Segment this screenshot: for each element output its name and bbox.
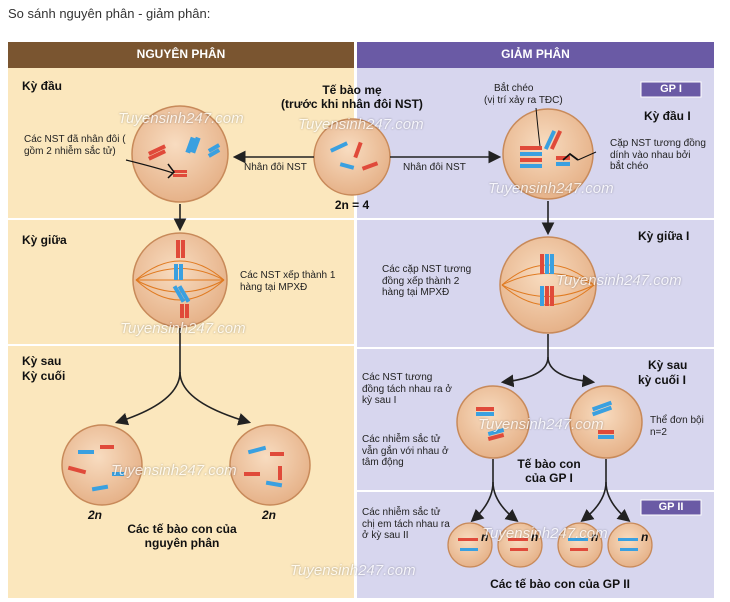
meiosis-daughter1-right-chromosomes — [591, 400, 614, 439]
watermark-3: Tuyensinh247.com — [488, 180, 614, 197]
page-caption: So sánh nguyên phân - giảm phân: — [8, 6, 211, 21]
watermark-6: Tuyensinh247.com — [478, 416, 604, 433]
meiosis-anaphase1-label-1: Kỳ sau — [648, 358, 688, 372]
watermark-8: Tuyensinh247.com — [482, 525, 608, 542]
watermark-7: Tuyensinh247.com — [111, 462, 237, 479]
comparison-figure: NGUYÊN PHÂN GIẢM PHÂN Kỳ đầu Các NST đã … — [8, 42, 714, 598]
mitosis-prophase-cell — [131, 105, 229, 203]
meiosis-prophase1-cell — [502, 108, 594, 200]
sister-note: Các nhiễm sắc tử vẫn gắn với nhau ở tâm … — [362, 434, 449, 468]
gp1-badge-bg — [640, 81, 702, 98]
mitosis-daughter-left-n: 2n — [88, 508, 103, 522]
watermark-1: Tuyensinh247.com — [118, 110, 244, 127]
watermark-5: Tuyensinh247.com — [556, 272, 682, 289]
watermark-2: Tuyensinh247.com — [298, 116, 424, 133]
meiosis-metaphase1-note: Các cặp NST tương đồng xếp thành 2 hàng … — [382, 264, 472, 298]
sister-separation-note: Các nhiễm sắc tử chị em tách nhau ra ở k… — [362, 507, 450, 541]
separate-note: Các NST tương đồng tách nhau ra ở kỳ sau… — [362, 372, 452, 406]
mitosis-metaphase-label: Kỳ giữa — [22, 233, 67, 247]
mother-cell-title-1: Tế bào mẹ — [322, 83, 382, 97]
mitosis-anaphase-label-1: Kỳ sau — [22, 354, 62, 368]
mitosis-anaphase-label-2: Kỳ cuối — [22, 369, 66, 383]
mitosis-daughter-right-n: 2n — [262, 508, 277, 522]
mitosis-metaphase-note: Các NST xếp thành 1 hàng tại MPXĐ — [240, 270, 336, 293]
watermark-9: Tuyensinh247.com — [290, 562, 416, 579]
mother-cell-title-2: (trước khi nhân đôi NST) — [281, 97, 423, 111]
mitosis-prophase-note: Các NST đã nhân đôi ( gồm 2 nhiễm sắc tử… — [24, 134, 126, 157]
mitosis-header: NGUYÊN PHÂN — [136, 47, 226, 61]
haploid-note: Thể đơn bội n=2 — [650, 415, 704, 438]
meiosis1-daughter-label-1: Tế bào con — [517, 457, 581, 471]
meiosis2-n-1: n — [481, 530, 489, 544]
gp1-badge: GP I — [660, 83, 682, 95]
meiosis2-n-4: n — [641, 530, 649, 544]
mitosis-metaphase-chromosomes — [172, 240, 191, 318]
crossing-over-label-1: Bắt chéo — [494, 83, 534, 94]
mitosis-result-label: Các tế bào con của nguyên phân — [127, 522, 237, 550]
mother-chromosome-number: 2n = 4 — [334, 198, 370, 212]
meiosis-daughter1-right — [569, 385, 643, 459]
meiosis2-cell-3 — [557, 522, 603, 568]
meiosis2-cell-1 — [447, 522, 493, 568]
mother-right-arrow-label: Nhân đôi NST — [403, 162, 466, 173]
mother-cell-chromosomes — [329, 141, 379, 171]
mitosis-daughter-right-chromosomes — [244, 445, 284, 488]
figure-graphics — [8, 42, 714, 598]
meiosis-prophase1-label: Kỳ đầu I — [644, 109, 691, 123]
gp2-badge-bg — [640, 499, 702, 516]
mitosis-spindle — [135, 260, 225, 301]
meiosis2-cell-4 — [607, 522, 653, 568]
crossing-over-label-2: (vị trí xảy ra TĐC) — [484, 95, 563, 106]
mitosis-prophase-chromosomes — [125, 136, 221, 179]
meiosis-result-label: Các tế bào con của GP II — [490, 577, 630, 591]
meiosis-metaphase1-cell — [499, 236, 597, 334]
meiosis-header-bar — [357, 42, 714, 68]
meiosis2-n-2: n — [531, 530, 539, 544]
homolog-note: Cặp NST tương đồng dính vào nhau bởi bắt… — [610, 138, 706, 172]
mitosis-prophase-label: Kỳ đầu — [22, 79, 63, 93]
arrows — [114, 150, 631, 523]
gp2-badge: GP II — [658, 501, 684, 513]
mitosis-daughter-left — [61, 424, 143, 506]
meiosis-header: GIẢM PHÂN — [501, 47, 570, 61]
mitosis-daughter-right — [229, 424, 311, 506]
mitosis-daughter-left-chromosomes — [67, 445, 124, 492]
mitosis-header-bar — [8, 42, 354, 68]
meiosis-anaphase1-label-2: kỳ cuối I — [638, 373, 687, 387]
meiosis2-cell-2 — [497, 522, 543, 568]
watermark-4: Tuyensinh247.com — [120, 320, 246, 337]
meiosis-daughter1-left — [456, 385, 530, 459]
meiosis2-n-3: n — [591, 530, 599, 544]
meiosis-metaphase1-label: Kỳ giữa I — [638, 229, 690, 243]
meiosis-metaphase1-chromosomes — [540, 254, 554, 306]
mother-left-arrow-label: Nhân đôi NST — [244, 162, 307, 173]
meiosis-daughter1-left-chromosomes — [476, 407, 505, 442]
meiosis2-cells — [447, 522, 653, 568]
meiosis1-daughter-label-2: của GP I — [525, 471, 573, 485]
meiosis-prophase1-chromosomes — [520, 107, 597, 168]
